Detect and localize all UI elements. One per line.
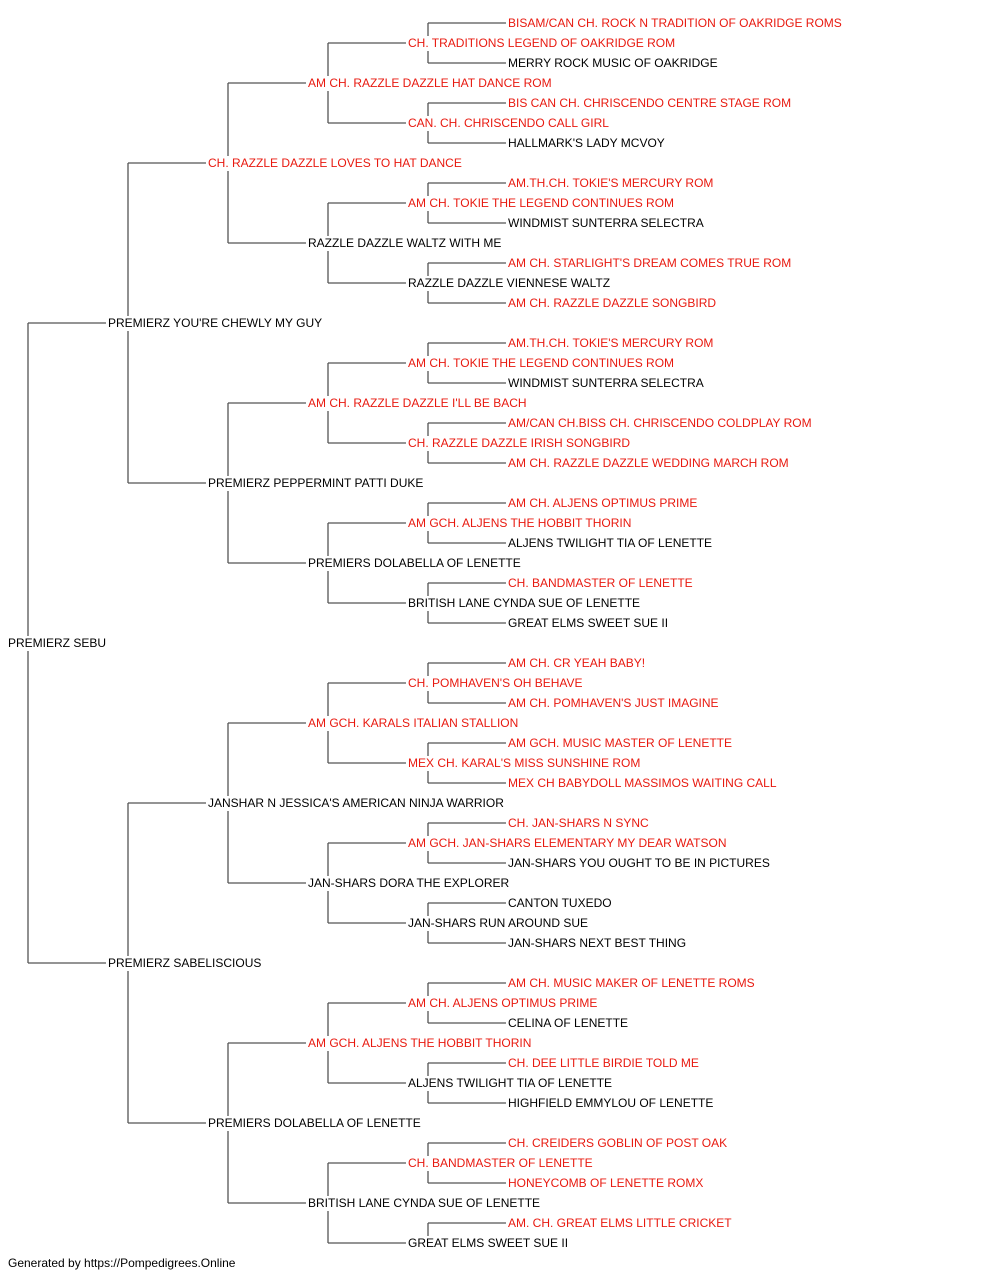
pedigree-name-gen5: AM.TH.CH. TOKIE'S MERCURY ROM (508, 336, 713, 350)
pedigree-name-gen5: AM/CAN CH.BISS CH. CHRISCENDO COLDPLAY R… (508, 416, 812, 430)
pedigree-name-gen2: CH. RAZZLE DAZZLE LOVES TO HAT DANCE (208, 156, 462, 170)
pedigree-name-gen5: WINDMIST SUNTERRA SELECTRA (508, 376, 704, 390)
pedigree-name-gen4: CH. POMHAVEN'S OH BEHAVE (408, 676, 583, 690)
pedigree-name-gen5: CH. CREIDERS GOBLIN OF POST OAK (508, 1136, 727, 1150)
pedigree-name-gen5: AM.TH.CH. TOKIE'S MERCURY ROM (508, 176, 713, 190)
pedigree-name-gen5: CANTON TUXEDO (508, 896, 612, 910)
pedigree-name-gen5: JAN-SHARS NEXT BEST THING (508, 936, 686, 950)
pedigree-name-gen4: GREAT ELMS SWEET SUE II (408, 1236, 568, 1250)
pedigree-name-gen5: MERRY ROCK MUSIC OF OAKRIDGE (508, 56, 718, 70)
pedigree-name-gen4: CAN. CH. CHRISCENDO CALL GIRL (408, 116, 609, 130)
pedigree-name-gen5: AM GCH. MUSIC MASTER OF LENETTE (508, 736, 732, 750)
pedigree-name-gen3: BRITISH LANE CYNDA SUE OF LENETTE (308, 1196, 540, 1210)
pedigree-name-gen3: AM CH. RAZZLE DAZZLE I'LL BE BACH (308, 396, 527, 410)
pedigree-name-gen4: ALJENS TWILIGHT TIA OF LENETTE (408, 1076, 612, 1090)
pedigree-name-gen4: CH. RAZZLE DAZZLE IRISH SONGBIRD (408, 436, 630, 450)
pedigree-name-gen4: JAN-SHARS RUN AROUND SUE (408, 916, 588, 930)
pedigree-name-gen1: PREMIERZ SABELISCIOUS (108, 956, 261, 970)
pedigree-name-gen4: CH. BANDMASTER OF LENETTE (408, 1156, 593, 1170)
pedigree-name-gen3: AM GCH. KARALS ITALIAN STALLION (308, 716, 518, 730)
pedigree-name-gen3: JAN-SHARS DORA THE EXPLORER (308, 876, 509, 890)
pedigree-name-gen2: JANSHAR N JESSICA'S AMERICAN NINJA WARRI… (208, 796, 504, 810)
pedigree-name-gen3: RAZZLE DAZZLE WALTZ WITH ME (308, 236, 501, 250)
pedigree-name-gen4: AM GCH. JAN-SHARS ELEMENTARY MY DEAR WAT… (408, 836, 727, 850)
pedigree-name-gen5: CELINA OF LENETTE (508, 1016, 628, 1030)
pedigree-name-gen5: AM. CH. GREAT ELMS LITTLE CRICKET (508, 1216, 732, 1230)
footer-credit: Generated by https://Pompedigrees.Online (8, 1256, 236, 1270)
pedigree-name-gen5: JAN-SHARS YOU OUGHT TO BE IN PICTURES (508, 856, 770, 870)
pedigree-name-gen5: GREAT ELMS SWEET SUE II (508, 616, 668, 630)
pedigree-name-gen5: CH. JAN-SHARS N SYNC (508, 816, 649, 830)
pedigree-name-gen1: PREMIERZ YOU'RE CHEWLY MY GUY (108, 316, 322, 330)
pedigree-name-gen4: MEX CH. KARAL'S MISS SUNSHINE ROM (408, 756, 640, 770)
pedigree-name-gen4: AM GCH. ALJENS THE HOBBIT THORIN (408, 516, 631, 530)
pedigree-name-gen2: PREMIERS DOLABELLA OF LENETTE (208, 1116, 421, 1130)
pedigree-name-gen4: CH. TRADITIONS LEGEND OF OAKRIDGE ROM (408, 36, 675, 50)
pedigree-name-gen5: BISAM/CAN CH. ROCK N TRADITION OF OAKRID… (508, 16, 842, 30)
pedigree-name-gen0: PREMIERZ SEBU (8, 636, 106, 650)
pedigree-name-gen4: BRITISH LANE CYNDA SUE OF LENETTE (408, 596, 640, 610)
pedigree-name-gen5: BIS CAN CH. CHRISCENDO CENTRE STAGE ROM (508, 96, 791, 110)
pedigree-name-gen5: HALLMARK'S LADY MCVOY (508, 136, 665, 150)
pedigree-name-gen5: ALJENS TWILIGHT TIA OF LENETTE (508, 536, 712, 550)
pedigree-name-gen4: RAZZLE DAZZLE VIENNESE WALTZ (408, 276, 610, 290)
pedigree-name-gen3: PREMIERS DOLABELLA OF LENETTE (308, 556, 521, 570)
pedigree-name-gen3: AM GCH. ALJENS THE HOBBIT THORIN (308, 1036, 531, 1050)
pedigree-name-gen5: AM CH. RAZZLE DAZZLE SONGBIRD (508, 296, 716, 310)
pedigree-tree: PREMIERZ SEBU PREMIERZ YOU'RE CHEWLY MY G… (8, 16, 842, 1250)
pedigree-name-gen5: AM CH. CR YEAH BABY! (508, 656, 645, 670)
pedigree-name-gen5: HIGHFIELD EMMYLOU OF LENETTE (508, 1096, 713, 1110)
pedigree-name-gen5: CH. BANDMASTER OF LENETTE (508, 576, 693, 590)
pedigree-name-gen5: AM CH. POMHAVEN'S JUST IMAGINE (508, 696, 719, 710)
pedigree-name-gen5: AM CH. RAZZLE DAZZLE WEDDING MARCH ROM (508, 456, 789, 470)
pedigree-name-gen5: AM CH. ALJENS OPTIMUS PRIME (508, 496, 697, 510)
pedigree-name-gen5: AM CH. MUSIC MAKER OF LENETTE ROMS (508, 976, 755, 990)
pedigree-name-gen4: AM CH. ALJENS OPTIMUS PRIME (408, 996, 597, 1010)
pedigree-name-gen2: PREMIERZ PEPPERMINT PATTI DUKE (208, 476, 423, 490)
pedigree-name-gen5: AM CH. STARLIGHT'S DREAM COMES TRUE ROM (508, 256, 791, 270)
pedigree-name-gen4: AM CH. TOKIE THE LEGEND CONTINUES ROM (408, 196, 674, 210)
pedigree-name-gen5: WINDMIST SUNTERRA SELECTRA (508, 216, 704, 230)
pedigree-name-gen5: HONEYCOMB OF LENETTE ROMX (508, 1176, 703, 1190)
pedigree-name-gen5: MEX CH BABYDOLL MASSIMOS WAITING CALL (508, 776, 777, 790)
pedigree-name-gen5: CH. DEE LITTLE BIRDIE TOLD ME (508, 1056, 699, 1070)
pedigree-name-gen4: AM CH. TOKIE THE LEGEND CONTINUES ROM (408, 356, 674, 370)
pedigree-name-gen3: AM CH. RAZZLE DAZZLE HAT DANCE ROM (308, 76, 552, 90)
